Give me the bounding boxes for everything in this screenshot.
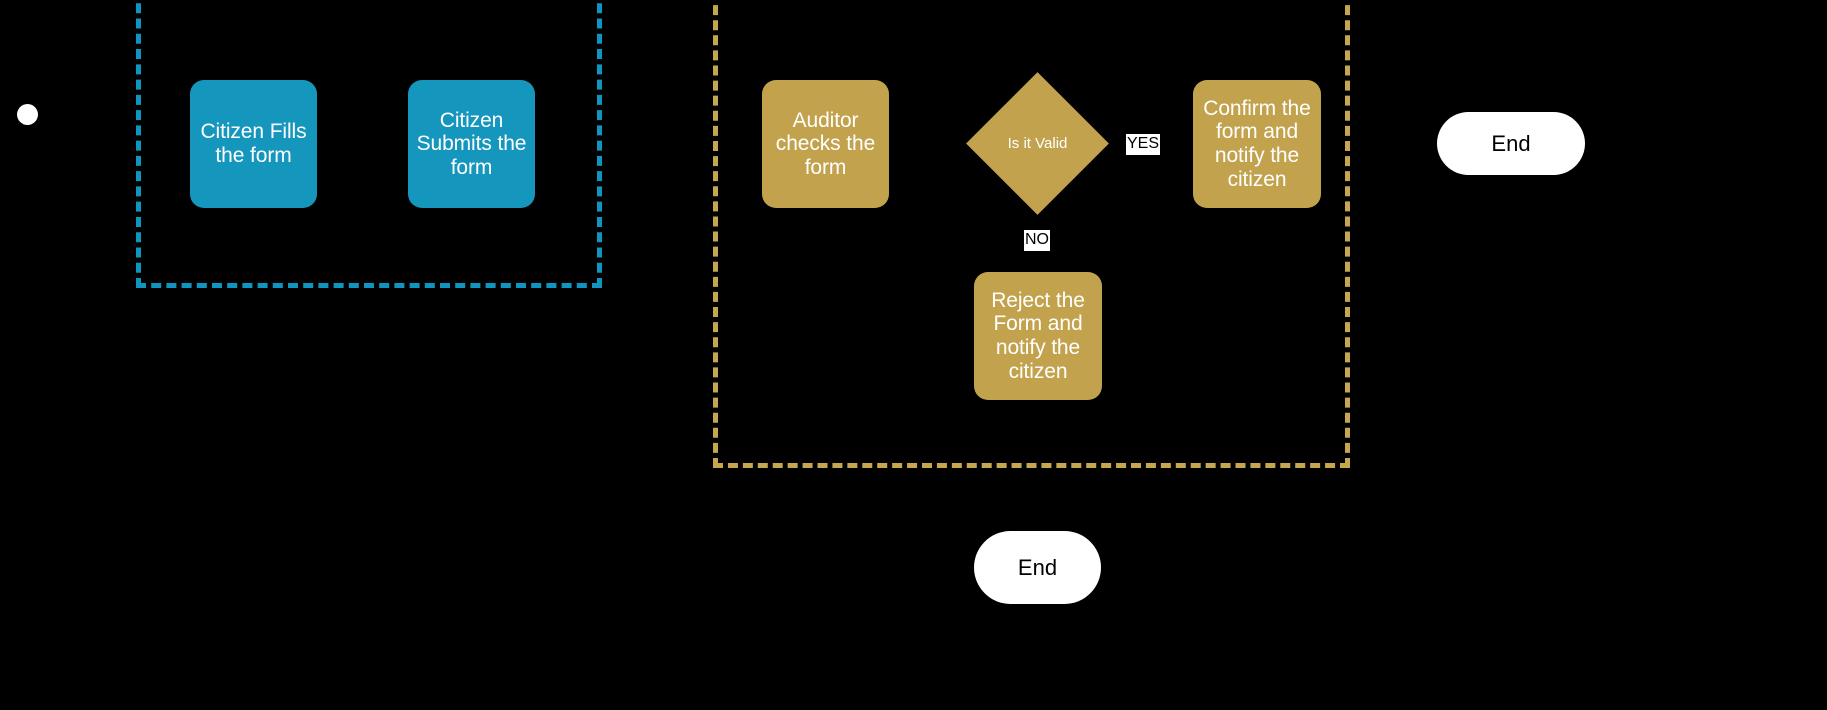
node-is-it-valid[interactable]: Is it Valid — [966, 72, 1109, 215]
node-confirm-the-form-and-notify-the-citizen[interactable]: Confirm the form and notify the citizen — [1193, 80, 1321, 208]
start-node[interactable] — [17, 104, 38, 125]
citizen-lane-container — [136, 0, 602, 288]
node-citizen-fills-the-form[interactable]: Citizen Fills the form — [190, 80, 317, 208]
edge-label-yes: YES — [1126, 134, 1161, 155]
end-node-bottom[interactable]: End — [974, 531, 1101, 604]
node-citizen-submits-the-form[interactable]: Citizen Submits the form — [408, 80, 535, 208]
auditor-lane-container — [713, 0, 1350, 468]
node-auditor-checks-the-form[interactable]: Auditor checks the form — [762, 80, 889, 208]
node-reject-the-form-and-notify-the-citizen[interactable]: Reject the Form and notify the citizen — [974, 272, 1102, 400]
edge-label-no: NO — [1024, 230, 1050, 251]
decision-label: Is it Valid — [1007, 135, 1068, 152]
end-node-right[interactable]: End — [1437, 112, 1585, 175]
